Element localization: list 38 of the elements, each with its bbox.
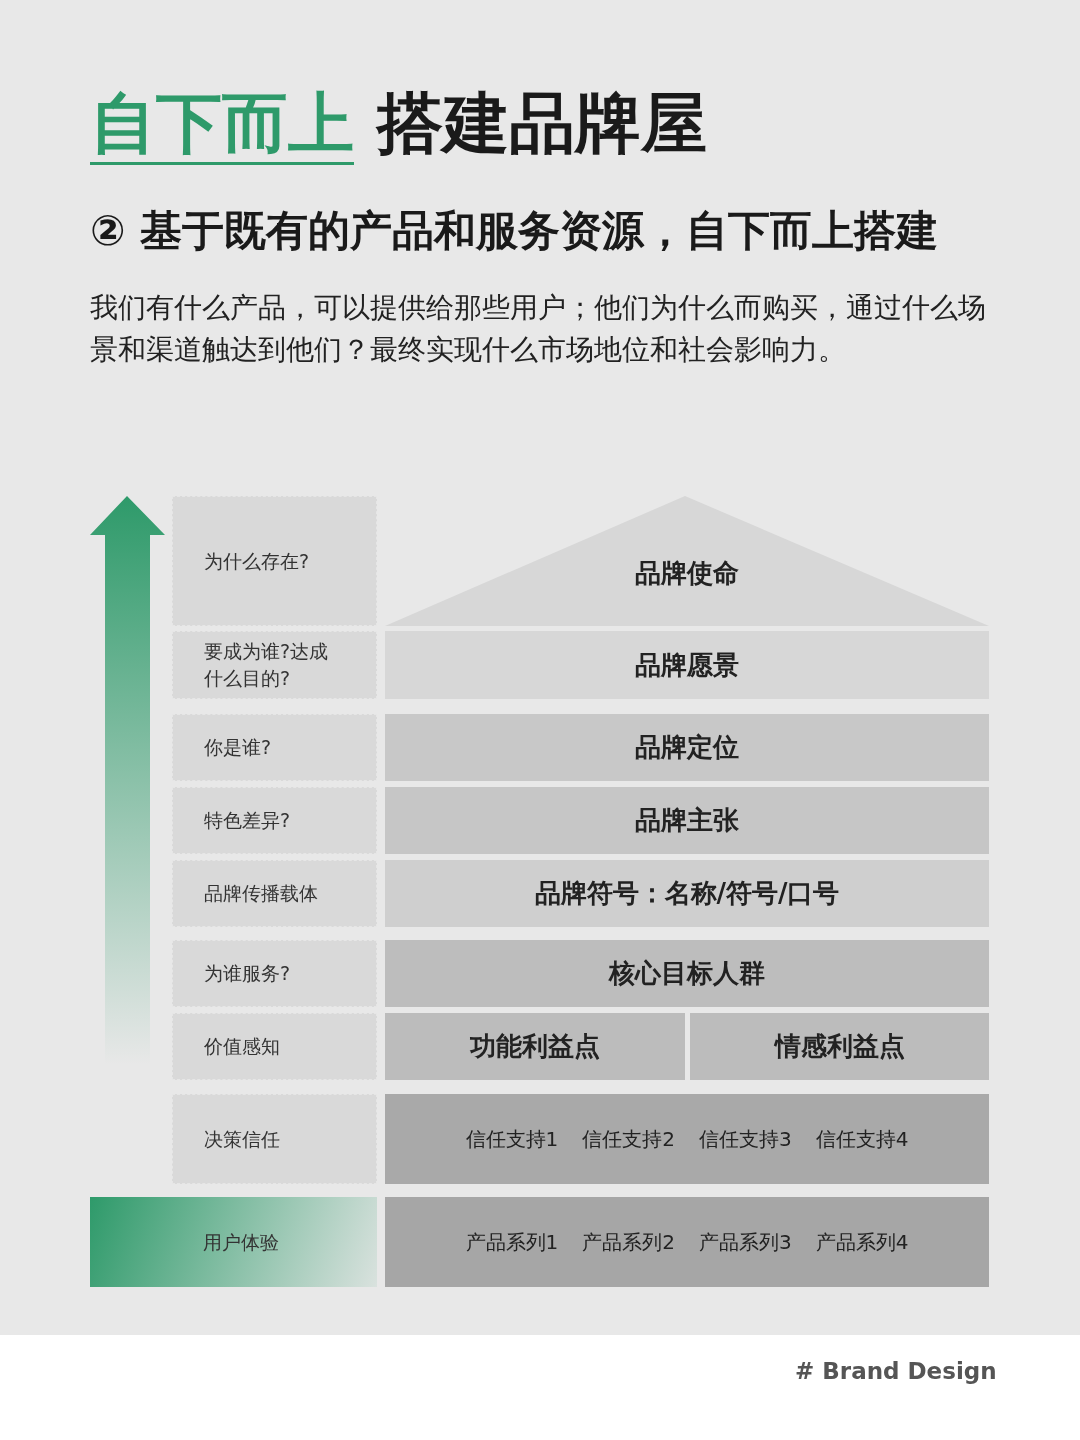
question-text: 价值感知 [204, 1034, 280, 1060]
question-text: 决策信任 [204, 1126, 280, 1152]
hashtag-text: # Brand Design [795, 1358, 997, 1384]
layer-box [385, 1094, 989, 1184]
item-text: 信任支持3 [699, 1125, 792, 1153]
layer-title: 品牌使命 [635, 557, 739, 590]
question-text: 特色差异? [204, 808, 291, 834]
question-text: 要成为谁?达成什么目的? [204, 639, 330, 691]
question-text: 为谁服务? [204, 961, 291, 987]
layer-box [385, 860, 989, 927]
item-text: 信任支持2 [582, 1125, 675, 1153]
foundation-box [90, 1197, 377, 1287]
question-text: 用户体验 [203, 1229, 279, 1255]
layer-title: 品牌愿景 [635, 648, 739, 682]
item-text: 产品系列4 [815, 1228, 909, 1256]
layer-title: 功能利益点 [470, 1030, 600, 1063]
layer-title: 核心目标人群 [609, 957, 765, 990]
item-text: 信任支持1 [465, 1125, 559, 1153]
question-text: 为什么存在? [204, 548, 310, 574]
layer-box [385, 1013, 685, 1080]
item-text: 产品系列1 [465, 1228, 559, 1256]
layer-box [385, 714, 989, 781]
layer-box [690, 1013, 989, 1080]
item-text: 信任支持4 [815, 1125, 909, 1153]
item-text: 产品系列2 [582, 1228, 675, 1256]
layer-title: 品牌符号：名称/符号/口号 [534, 877, 840, 910]
title: 自下而上 搭建品牌屋 [90, 86, 707, 162]
item-text: 产品系列3 [699, 1228, 792, 1256]
layer-title: 情感利益点 [774, 1030, 905, 1063]
subtitle: ② 基于既有的产品和服务资源，自下而上搭建 [90, 205, 939, 257]
description-text: 我们有什么产品，可以提供给那些用户；他们为什么而购买，通过什么场景和渠道触达到他们？最终实现什么市场地位和社会影响力。 [90, 290, 987, 368]
question-text: 品牌传播载体 [204, 881, 318, 907]
layer-title: 品牌定位 [635, 731, 739, 764]
layer-box [385, 787, 989, 854]
layer-box [385, 1197, 989, 1287]
layer-box [385, 940, 989, 1007]
layer-title: 品牌主张 [635, 804, 739, 837]
question-text: 你是谁? [204, 735, 272, 761]
